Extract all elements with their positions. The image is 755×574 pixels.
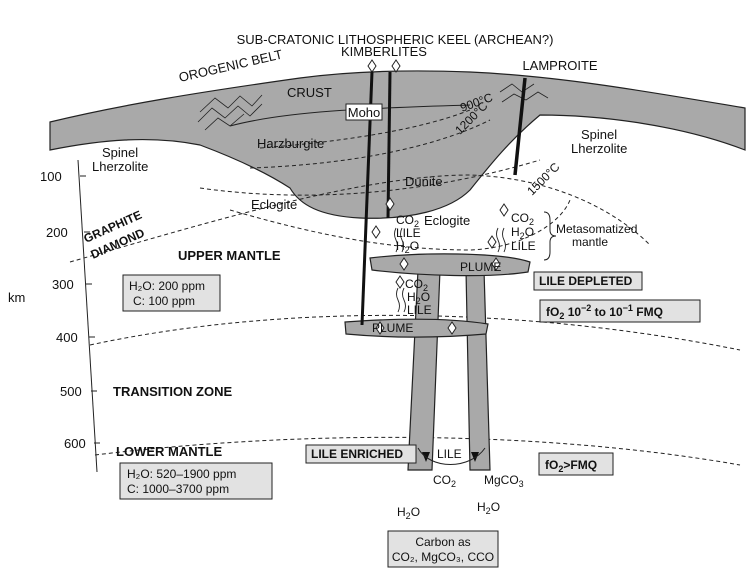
lile-depleted-box xyxy=(533,271,643,291)
diamond-symbols xyxy=(367,59,509,335)
co2-right-label: CO2 xyxy=(511,211,534,227)
lamproite-pipe xyxy=(513,77,527,176)
kimberlite-pipe-right xyxy=(386,71,392,219)
tick-600: 600 xyxy=(64,436,86,451)
moho-line xyxy=(229,104,471,127)
fo2-depleted-box xyxy=(539,299,701,323)
mgco3-label: MgCO3 xyxy=(484,473,524,489)
lherzolite-right-label: Lherzolite xyxy=(571,141,627,156)
isotherm-1200 xyxy=(249,119,491,169)
moho-label: Moho xyxy=(348,105,381,120)
eclogite-right-label: Eclogite xyxy=(424,213,470,228)
lower-box-line2: C: 1000–3700 ppm xyxy=(127,482,229,496)
h2o-bottom-left: H2O xyxy=(397,505,420,521)
lile-depleted-label: LILE DEPLETED xyxy=(539,274,633,288)
co2-keel-label: CO2 xyxy=(396,213,419,229)
fo2-enriched-label: fO2>FMQ xyxy=(545,458,597,474)
lile-right-label: LILE xyxy=(511,239,536,253)
transition-zone-label: TRANSITION ZONE xyxy=(113,384,232,399)
lile-keel-label: LILE xyxy=(396,226,421,240)
plume-head-upper xyxy=(369,253,531,277)
moho-label-box xyxy=(345,103,383,121)
upper-box-line2: C: 100 ppm xyxy=(133,294,195,308)
lile-arc xyxy=(417,447,486,465)
upper-mantle-box xyxy=(122,274,221,312)
h2o-keel-label: H2O xyxy=(396,239,419,255)
lile-enriched-box xyxy=(305,444,417,464)
lower-mantle-box xyxy=(119,462,273,500)
plume-lower-label: PLUME xyxy=(372,321,413,335)
spinel-left-label: Spinel xyxy=(102,145,138,160)
depth-axis xyxy=(77,159,98,473)
lile-enriched-label: LILE ENRICHED xyxy=(311,447,403,461)
km-axis-label: km xyxy=(8,290,25,305)
tick-400: 400 xyxy=(56,330,78,345)
isotherm-1500 xyxy=(199,159,541,196)
harzburgite-label: Harzburgite xyxy=(257,136,324,151)
tick-500: 500 xyxy=(60,384,82,399)
h2o-right-label: H2O xyxy=(511,225,534,241)
h2o-mid-label: H2O xyxy=(407,290,430,306)
crust-label: CRUST xyxy=(287,85,332,100)
dunite-label: Dunite xyxy=(405,174,443,189)
fo2-depleted-label: fO2 10−2 to 10−1 FMQ xyxy=(546,303,663,321)
h2o-bottom-right: H2O xyxy=(477,500,500,516)
fluid-migration-lines xyxy=(394,227,506,313)
plume-head-lower xyxy=(344,318,489,338)
metasomatized-label-2: mantle xyxy=(572,235,608,249)
isotherm-900 xyxy=(259,109,471,149)
orogenic-belt-hatching xyxy=(197,83,549,131)
eclogite-dashed xyxy=(229,199,571,251)
carbon-box xyxy=(387,530,499,568)
carbon-line1: Carbon as xyxy=(415,535,470,549)
graphite-diamond-boundary xyxy=(69,174,651,263)
fo2-enriched-box xyxy=(538,452,614,476)
tick-200: 200 xyxy=(46,225,68,240)
orogenic-belt-label: OROGENIC BELT xyxy=(177,46,284,84)
co2-lower-label: CO2 xyxy=(433,473,456,489)
co2-mid-label: CO2 xyxy=(405,277,428,293)
plume-conduit-right xyxy=(465,269,491,471)
lamproite-label: LAMPROITE xyxy=(522,58,597,73)
t1500-label: 1500°C xyxy=(524,160,563,199)
upper-box-line1: H₂O: 200 ppm xyxy=(129,279,205,293)
metasomatized-label-1: Metasomatized xyxy=(556,222,637,236)
lile-mid-label: LILE xyxy=(407,303,432,317)
diagram-title: SUB-CRATONIC LITHOSPHERIC KEEL (ARCHEAN?… xyxy=(237,32,554,47)
carbon-line2: CO₂, MgCO₃, CCO xyxy=(392,550,494,564)
lower-box-line1: H₂O: 520–1900 ppm xyxy=(127,467,236,481)
depth-ticks: 100 200 300 400 500 600 xyxy=(40,169,100,451)
arrow-right xyxy=(471,452,479,462)
upper-mantle-label: UPPER MANTLE xyxy=(178,248,281,263)
lherzolite-left-label: Lherzolite xyxy=(92,159,148,174)
metasomatized-brace xyxy=(543,211,557,261)
kimberlites-label: KIMBERLITES xyxy=(341,44,427,59)
spinel-right-label: Spinel xyxy=(581,127,617,142)
lower-mantle-label: LOWER MANTLE xyxy=(116,444,222,459)
lithosphere-keel xyxy=(49,70,746,219)
lile-lower-label: LILE xyxy=(437,447,462,461)
tick-100: 100 xyxy=(40,169,62,184)
tick-300: 300 xyxy=(52,277,74,292)
plume-upper-label: PLUME xyxy=(460,260,501,274)
eclogite-left-label: Eclogite xyxy=(251,197,297,212)
